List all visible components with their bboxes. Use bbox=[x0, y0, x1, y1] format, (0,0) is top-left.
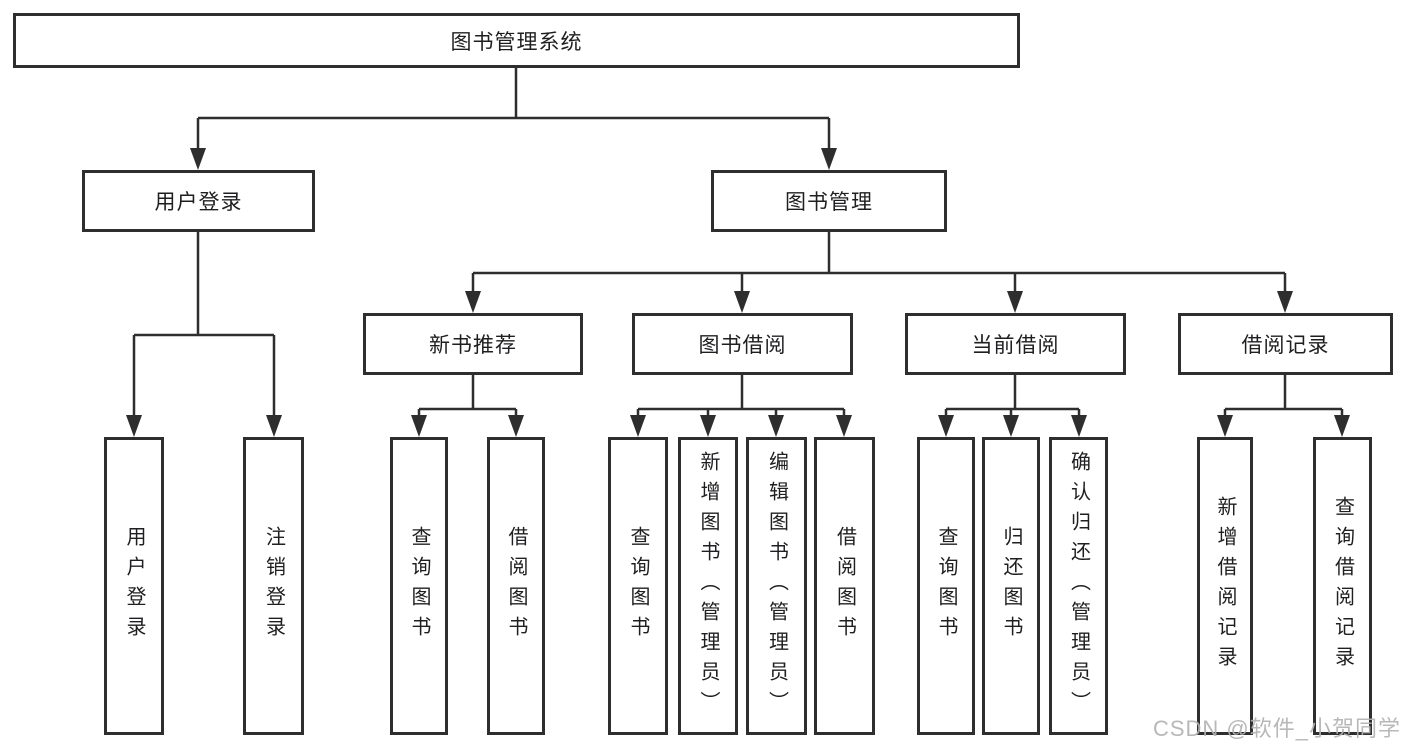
leaf-query-books-borrow-label: 查询图书 bbox=[627, 526, 649, 646]
leaf-query-borrow-record-label: 查询借阅记录 bbox=[1331, 496, 1354, 676]
leaf-logout-label: 注销登录 bbox=[262, 526, 285, 646]
node-borrow-records: 借阅记录 bbox=[1178, 313, 1393, 375]
leaf-user-login-label: 用户登录 bbox=[123, 526, 145, 646]
connector-paths bbox=[132, 68, 1344, 422]
node-current-borrow: 当前借阅 bbox=[905, 313, 1126, 375]
leaf-add-books-admin-label: 新增图书（管理员） bbox=[697, 451, 719, 721]
csdn-watermark: CSDN @软件_小贺同学 bbox=[1152, 716, 1401, 741]
leaf-query-books-borrow: 查询图书 bbox=[608, 437, 668, 735]
leaf-add-books-admin: 新增图书（管理员） bbox=[678, 437, 738, 735]
connector-arrowheads bbox=[126, 148, 1350, 437]
node-root-system: 图书管理系统 bbox=[13, 13, 1020, 68]
leaf-borrow-books-label: 借阅图书 bbox=[833, 526, 856, 646]
leaf-query-books-recommend-label: 查询图书 bbox=[408, 526, 430, 646]
leaf-add-borrow-record-label: 新增借阅记录 bbox=[1214, 496, 1236, 676]
leaf-edit-books-admin: 编辑图书（管理员） bbox=[746, 437, 807, 735]
leaf-add-borrow-record: 新增借阅记录 bbox=[1197, 437, 1253, 735]
leaf-query-borrow-record: 查询借阅记录 bbox=[1313, 437, 1372, 735]
leaf-query-books-current-label: 查询图书 bbox=[935, 526, 957, 646]
node-new-book-recommend: 新书推荐 bbox=[363, 313, 583, 375]
leaf-borrow-books-recommend: 借阅图书 bbox=[487, 437, 545, 735]
leaf-query-books-recommend: 查询图书 bbox=[390, 437, 448, 735]
node-book-borrow: 图书借阅 bbox=[632, 313, 853, 375]
leaf-borrow-books-recommend-label: 借阅图书 bbox=[505, 526, 527, 646]
leaf-edit-books-admin-label: 编辑图书（管理员） bbox=[765, 451, 788, 721]
leaf-return-books-label: 归还图书 bbox=[1000, 526, 1022, 646]
leaf-confirm-return-admin: 确认归还（管理员） bbox=[1049, 437, 1108, 735]
leaf-logout: 注销登录 bbox=[243, 437, 304, 735]
leaf-borrow-books: 借阅图书 bbox=[814, 437, 875, 735]
node-user-login: 用户登录 bbox=[82, 170, 315, 232]
node-book-management: 图书管理 bbox=[711, 170, 947, 232]
leaf-user-login: 用户登录 bbox=[104, 437, 164, 735]
leaf-query-books-current: 查询图书 bbox=[917, 437, 975, 735]
leaf-confirm-return-admin-label: 确认归还（管理员） bbox=[1067, 451, 1090, 721]
leaf-return-books: 归还图书 bbox=[982, 437, 1040, 735]
